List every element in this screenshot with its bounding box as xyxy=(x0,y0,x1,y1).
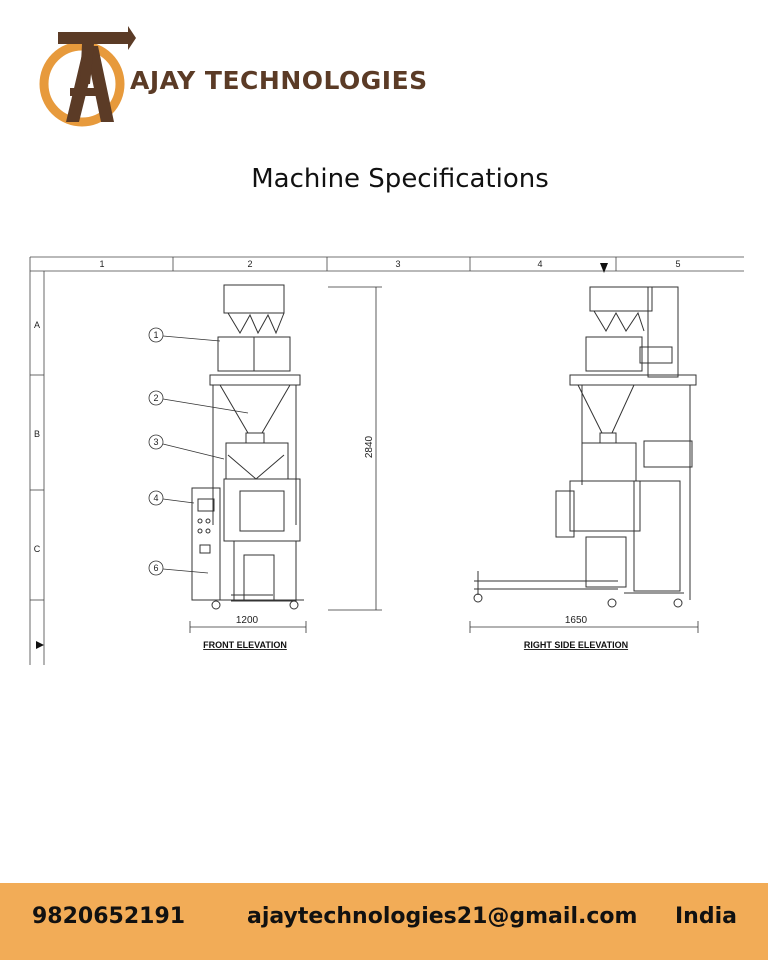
grid-col-4: 4 xyxy=(537,259,542,269)
side-elevation-machine xyxy=(473,286,697,608)
company-logo xyxy=(39,26,136,127)
grid-col-5: 5 xyxy=(675,259,680,269)
callout-6: 6 xyxy=(153,563,158,573)
grid-col-2: 2 xyxy=(247,259,252,269)
grid-row-a: A xyxy=(34,320,40,330)
country-label: India xyxy=(675,904,737,929)
phone-number[interactable]: 9820652191 xyxy=(32,904,186,929)
grid-col-3: 3 xyxy=(395,259,400,269)
callout-2: 2 xyxy=(153,393,158,403)
callout-1: 1 xyxy=(153,330,158,340)
dimension-front-width: 1200 xyxy=(236,615,259,626)
dimension-side-width: 1650 xyxy=(565,615,588,626)
grid-col-1: 1 xyxy=(99,259,104,269)
contact-footer: 9820652191 ajaytechnologies21@gmail.com … xyxy=(0,883,768,960)
dimension-height: 2840 xyxy=(364,435,375,458)
grid-row-b: B xyxy=(34,429,40,439)
front-elevation-caption: FRONT ELEVATION xyxy=(203,640,287,650)
callout-3: 3 xyxy=(153,437,158,447)
page-title: Machine Specifications xyxy=(251,164,549,194)
grid-row-c: C xyxy=(34,544,41,554)
callout-4: 4 xyxy=(153,493,158,503)
machine-drawing: 1 2 3 4 5 A B C xyxy=(29,256,744,665)
email-address[interactable]: ajaytechnologies21@gmail.com xyxy=(247,904,638,929)
side-elevation-caption: RIGHT SIDE ELEVATION xyxy=(524,640,628,650)
front-elevation-machine xyxy=(191,284,304,610)
brand-name: AJAY TECHNOLOGIES xyxy=(130,66,428,95)
